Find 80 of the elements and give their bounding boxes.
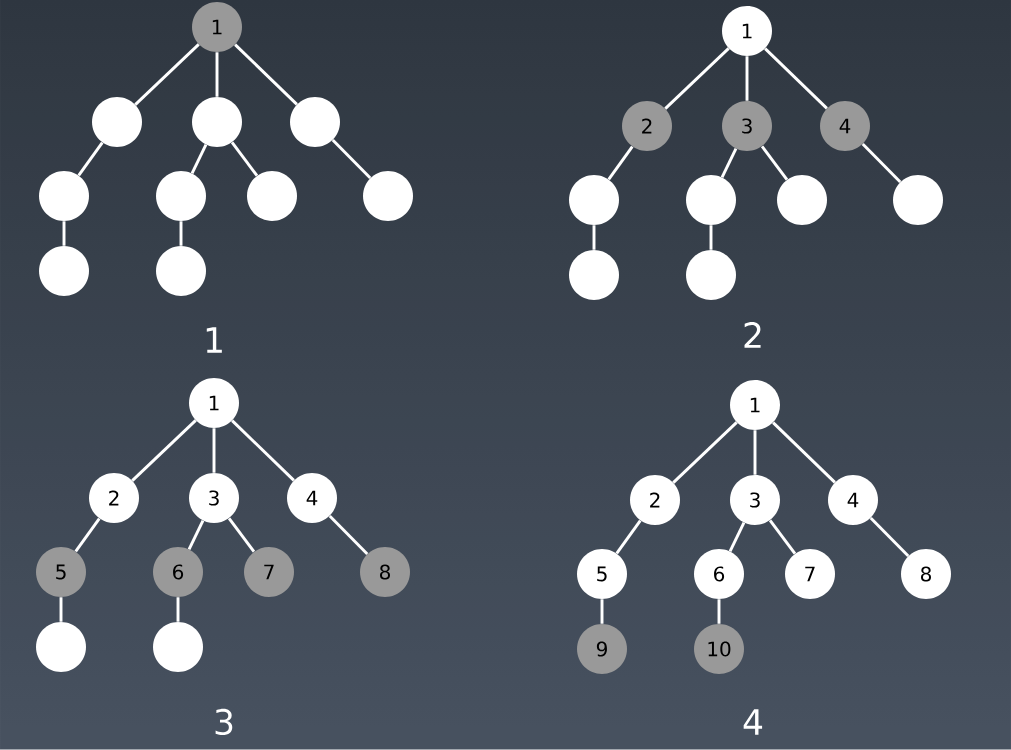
connector-line	[745, 56, 749, 101]
numbered-node: 7	[244, 547, 294, 597]
numbered-node: 1	[730, 380, 780, 430]
numbered-node: 7	[785, 549, 835, 599]
connector-line	[227, 517, 256, 553]
connector-line	[212, 428, 216, 473]
numbered-node: 8	[360, 547, 410, 597]
numbered-node: 8	[901, 549, 951, 599]
empty-node	[39, 171, 89, 221]
connector-line	[768, 519, 797, 555]
numbered-node: 4	[287, 473, 337, 523]
numbered-node: 1	[192, 2, 242, 52]
connector-line	[331, 138, 372, 180]
empty-node	[156, 171, 206, 221]
numbered-node: 2	[89, 473, 139, 523]
numbered-node: 4	[828, 475, 878, 525]
connector-line	[176, 597, 180, 622]
numbered-node: 5	[36, 547, 86, 597]
tree-number: 4	[743, 709, 763, 735]
numbered-node: 4	[820, 101, 870, 151]
connector-line	[764, 47, 828, 110]
connector-line	[709, 225, 713, 250]
numbered-node: 10	[694, 624, 744, 674]
connector-line	[62, 221, 66, 246]
empty-node	[686, 175, 736, 225]
empty-node	[290, 97, 340, 147]
empty-node	[686, 250, 736, 300]
empty-node	[569, 175, 619, 225]
connector-line	[59, 597, 63, 622]
connector-line	[134, 43, 200, 106]
connector-line	[672, 421, 738, 484]
empty-node	[92, 97, 142, 147]
numbered-node: 6	[153, 547, 203, 597]
empty-node	[569, 250, 619, 300]
connector-line	[231, 419, 295, 482]
numbered-node: 1	[722, 6, 772, 56]
connector-line	[215, 52, 219, 97]
connector-line	[772, 421, 836, 484]
connector-line	[717, 599, 721, 624]
numbered-node: 2	[630, 475, 680, 525]
connector-line	[728, 522, 746, 552]
empty-node	[39, 246, 89, 296]
connector-line	[230, 141, 259, 177]
tree-number: 3	[215, 708, 233, 736]
empty-node	[363, 171, 413, 221]
tree-number: 2	[744, 322, 761, 348]
numbered-node: 1	[189, 378, 239, 428]
empty-node	[36, 622, 86, 672]
numbered-node: 6	[694, 549, 744, 599]
connector-line	[861, 142, 902, 184]
connector-line	[592, 225, 596, 250]
connector-line	[615, 519, 642, 555]
connector-line	[869, 516, 910, 558]
empty-node	[153, 622, 203, 672]
connector-line	[179, 221, 183, 246]
connector-line	[720, 148, 738, 178]
empty-node	[893, 175, 943, 225]
numbered-node: 2	[622, 101, 672, 151]
connector-line	[187, 520, 205, 550]
numbered-node: 5	[577, 549, 627, 599]
connector-line	[664, 47, 730, 110]
numbered-node: 3	[730, 475, 780, 525]
tree-number: 1	[206, 327, 222, 353]
connector-line	[190, 144, 208, 174]
numbered-node: 3	[722, 101, 772, 151]
connector-line	[234, 43, 298, 106]
connector-line	[77, 141, 104, 177]
connector-line	[760, 145, 789, 181]
connector-line	[328, 514, 369, 556]
connector-line	[753, 430, 757, 475]
connector-line	[131, 419, 197, 482]
connector-line	[607, 145, 634, 181]
connector-line	[74, 517, 101, 553]
connector-line	[600, 599, 604, 624]
empty-node	[247, 171, 297, 221]
numbered-node: 9	[577, 624, 627, 674]
empty-node	[192, 97, 242, 147]
empty-node	[156, 246, 206, 296]
numbered-node: 3	[189, 473, 239, 523]
empty-node	[777, 175, 827, 225]
